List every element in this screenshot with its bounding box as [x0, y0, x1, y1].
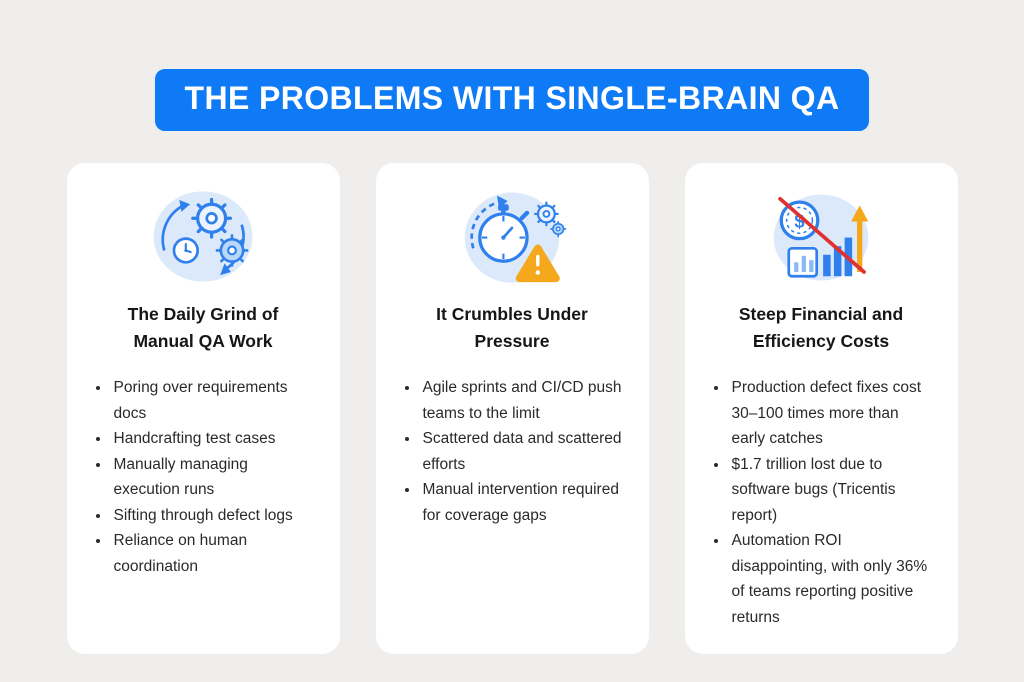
bullet-item: Manual intervention required for coverag…	[420, 477, 625, 528]
card-title: The Daily Grind of Manual QA Work	[127, 304, 279, 351]
bullet-item: Poring over requirements docs	[111, 375, 316, 426]
card-daily-grind: The Daily Grind of Manual QA Work Poring…	[66, 163, 340, 654]
bullet-item: $1.7 trillion lost due to software bugs …	[729, 452, 934, 529]
card-title: It Crumbles Under Pressure	[436, 304, 588, 351]
bullet-item: Handcrafting test cases	[111, 426, 316, 452]
bullet-list: Agile sprints and CI/CD push teams to th…	[400, 375, 625, 528]
dollar-glyph: $	[794, 210, 804, 231]
bullet-item: Agile sprints and CI/CD push teams to th…	[420, 375, 625, 426]
bullet-item: Reliance on human coordination	[111, 528, 316, 579]
card-title: Steep Financial and Efficiency Costs	[738, 304, 904, 351]
gears-icon	[91, 183, 316, 289]
bullet-list: Poring over requirements docs Handcrafti…	[91, 375, 316, 579]
bullet-item: Manually managing execution runs	[111, 452, 316, 503]
page-title: THE PROBLEMS WITH SINGLE-BRAIN QA	[154, 69, 870, 131]
bullet-item: Scattered data and scattered efforts	[420, 426, 625, 477]
bullet-list: Production defect fixes cost 30–100 time…	[709, 375, 934, 630]
bullet-item: Production defect fixes cost 30–100 time…	[729, 375, 934, 452]
financial-cost-icon: $	[709, 183, 934, 289]
card-costs: $ Steep Financial and Efficiency Costs P…	[684, 163, 958, 654]
stopwatch-pressure-icon	[400, 183, 625, 289]
card-pressure: It Crumbles Under Pressure Agile sprints…	[375, 163, 649, 654]
cards-row: The Daily Grind of Manual QA Work Poring…	[66, 163, 958, 654]
bullet-item: Sifting through defect logs	[111, 503, 316, 529]
page-title-text: THE PROBLEMS WITH SINGLE-BRAIN QA	[184, 80, 840, 116]
bullet-item: Automation ROI disappointing, with only …	[729, 528, 934, 630]
